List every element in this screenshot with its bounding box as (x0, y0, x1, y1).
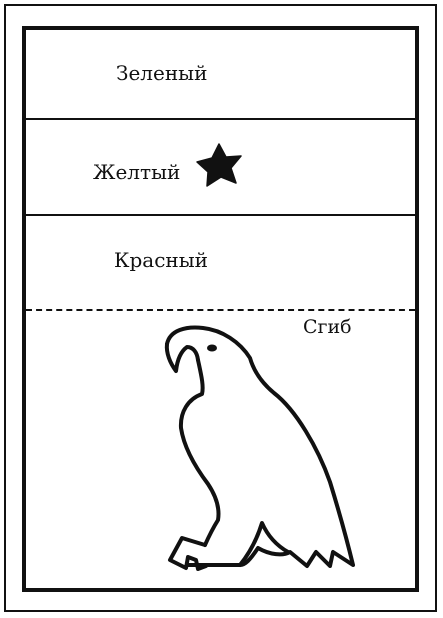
fold-label: Сгиб (303, 316, 352, 338)
eagle-icon (164, 325, 355, 571)
outer-frame (4, 4, 437, 612)
stripe-label-green: Зеленый (116, 61, 208, 85)
inner-frame (22, 26, 419, 592)
stripe-divider-2 (26, 214, 415, 216)
stripe-label-yellow: Желтый (93, 160, 181, 184)
stripe-label-red: Красный (114, 248, 208, 272)
star-icon (196, 143, 242, 187)
fold-line (26, 309, 415, 311)
stripe-divider-1 (26, 118, 415, 120)
